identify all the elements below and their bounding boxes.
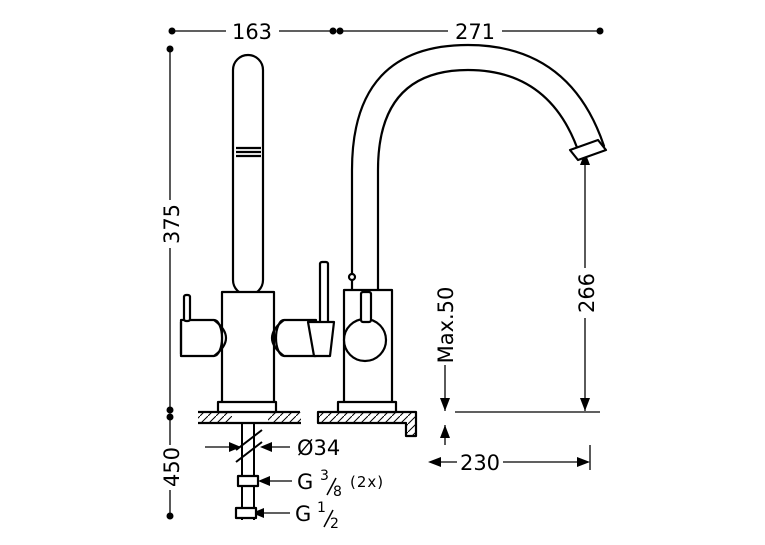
conn-g12-num: 1 [317, 500, 326, 516]
dimension-lines [166, 27, 604, 520]
dim-hole-diameter: Ø34 [297, 436, 340, 460]
spout [350, 43, 606, 290]
conn-g38-count: (2x) [350, 473, 384, 491]
dim-230: 230 [460, 451, 500, 475]
conn-g12-prefix: G [295, 502, 311, 526]
mixer-body [220, 290, 276, 409]
conn-g38-den: 8 [333, 484, 342, 500]
conn-g38-num: 3 [320, 468, 329, 484]
dim-271: 271 [455, 20, 495, 44]
faucet-outline [179, 43, 608, 520]
dim-266: 266 [575, 273, 599, 313]
dim-max50: Max.50 [434, 287, 458, 364]
countertop-right [316, 410, 418, 438]
control-knob [342, 317, 388, 363]
conn-g38-prefix: G [297, 470, 313, 494]
lever-tube [231, 53, 265, 297]
conn-g12-den: 2 [330, 516, 339, 532]
dim-450: 450 [160, 447, 184, 487]
dim-163: 163 [232, 20, 272, 44]
dimension-labels: 163 271 375 450 266 Max.50 230 Ø34 G 3 8… [160, 20, 599, 532]
dim-375: 375 [160, 204, 184, 244]
